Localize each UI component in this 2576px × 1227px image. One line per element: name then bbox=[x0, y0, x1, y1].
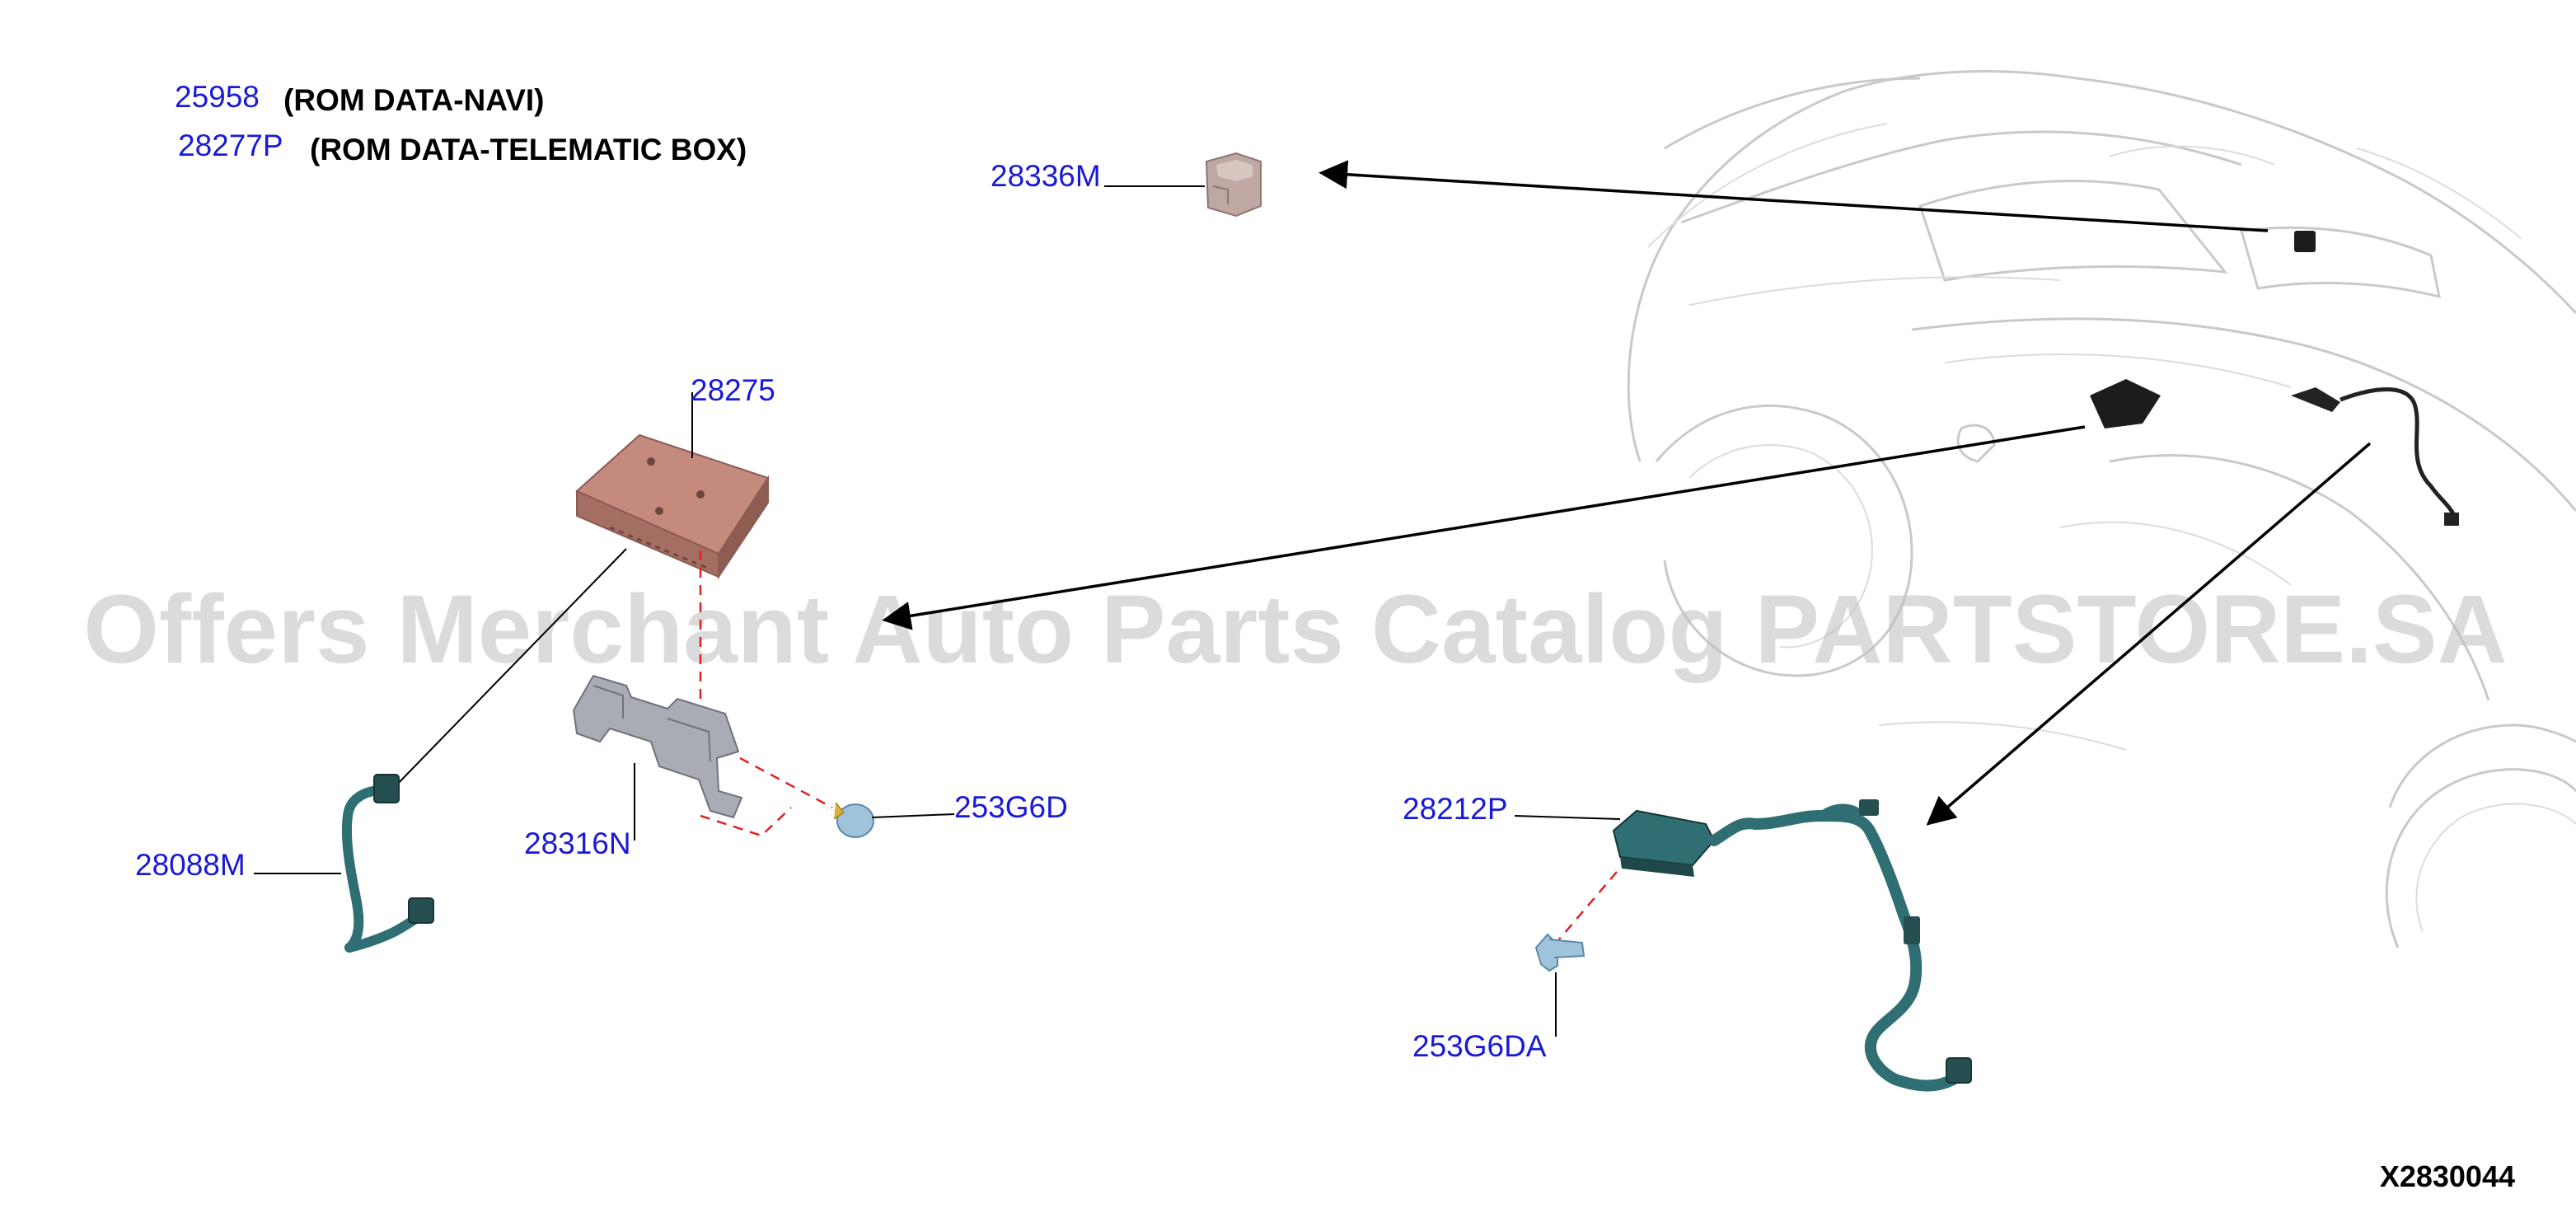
header-desc-telematic: (ROM DATA-TELEMATIC BOX) bbox=[310, 133, 747, 166]
installed-28212P-icon bbox=[2291, 387, 2340, 412]
header-code-28277P[interactable]: 28277P bbox=[178, 129, 283, 162]
leader-28212P bbox=[1514, 815, 1621, 820]
header-code-25958[interactable]: 25958 bbox=[175, 80, 260, 114]
part-28212P-icon[interactable] bbox=[1612, 799, 1972, 1092]
location-arrows bbox=[882, 160, 2372, 826]
arrow-to-28275 bbox=[882, 425, 2086, 630]
installed-28275-icon bbox=[2090, 379, 2161, 429]
dash-bracket-to-clip bbox=[700, 756, 833, 837]
part-28336M-icon[interactable] bbox=[1205, 152, 1262, 218]
vehicle-ghost-outline bbox=[1627, 70, 2576, 948]
installed-connector-icon bbox=[2444, 513, 2459, 526]
part-28275-icon[interactable] bbox=[575, 433, 770, 580]
callout-28336M[interactable]: 28336M bbox=[991, 159, 1101, 193]
installed-parts bbox=[2090, 231, 2459, 526]
part-253G6DA-icon[interactable] bbox=[1534, 933, 1585, 972]
arrow-to-28212P bbox=[1926, 442, 2372, 826]
diagram-id: X2830044 bbox=[2380, 1159, 2515, 1193]
leader-28275-to-harness bbox=[390, 548, 627, 792]
callout-28212P[interactable]: 28212P bbox=[1403, 792, 1508, 826]
part-28316N-icon[interactable] bbox=[572, 674, 743, 819]
part-253G6D-icon[interactable] bbox=[833, 802, 874, 838]
installed-harness-icon bbox=[2339, 387, 2458, 520]
arrow-to-28336M bbox=[1318, 160, 2269, 232]
watermark-text: Offers Merchant Auto Parts Catalog PARTS… bbox=[83, 575, 2508, 684]
callout-28275[interactable]: 28275 bbox=[691, 373, 775, 407]
header-desc-navi: (ROM DATA-NAVI) bbox=[283, 83, 545, 117]
dash-28212P-to-clip bbox=[1558, 871, 1618, 940]
callout-253G6DA[interactable]: 253G6DA bbox=[1412, 1029, 1547, 1063]
callout-28088M[interactable]: 28088M bbox=[135, 848, 246, 882]
callout-28316N[interactable]: 28316N bbox=[524, 827, 631, 860]
callout-253G6D[interactable]: 253G6D bbox=[954, 790, 1068, 824]
part-28088M-icon[interactable] bbox=[341, 774, 434, 953]
installed-28336M-icon bbox=[2294, 231, 2316, 252]
header-legend: 25958 (ROM DATA-NAVI) 28277P (ROM DATA-T… bbox=[175, 80, 747, 166]
leader-253G6D bbox=[871, 813, 955, 818]
